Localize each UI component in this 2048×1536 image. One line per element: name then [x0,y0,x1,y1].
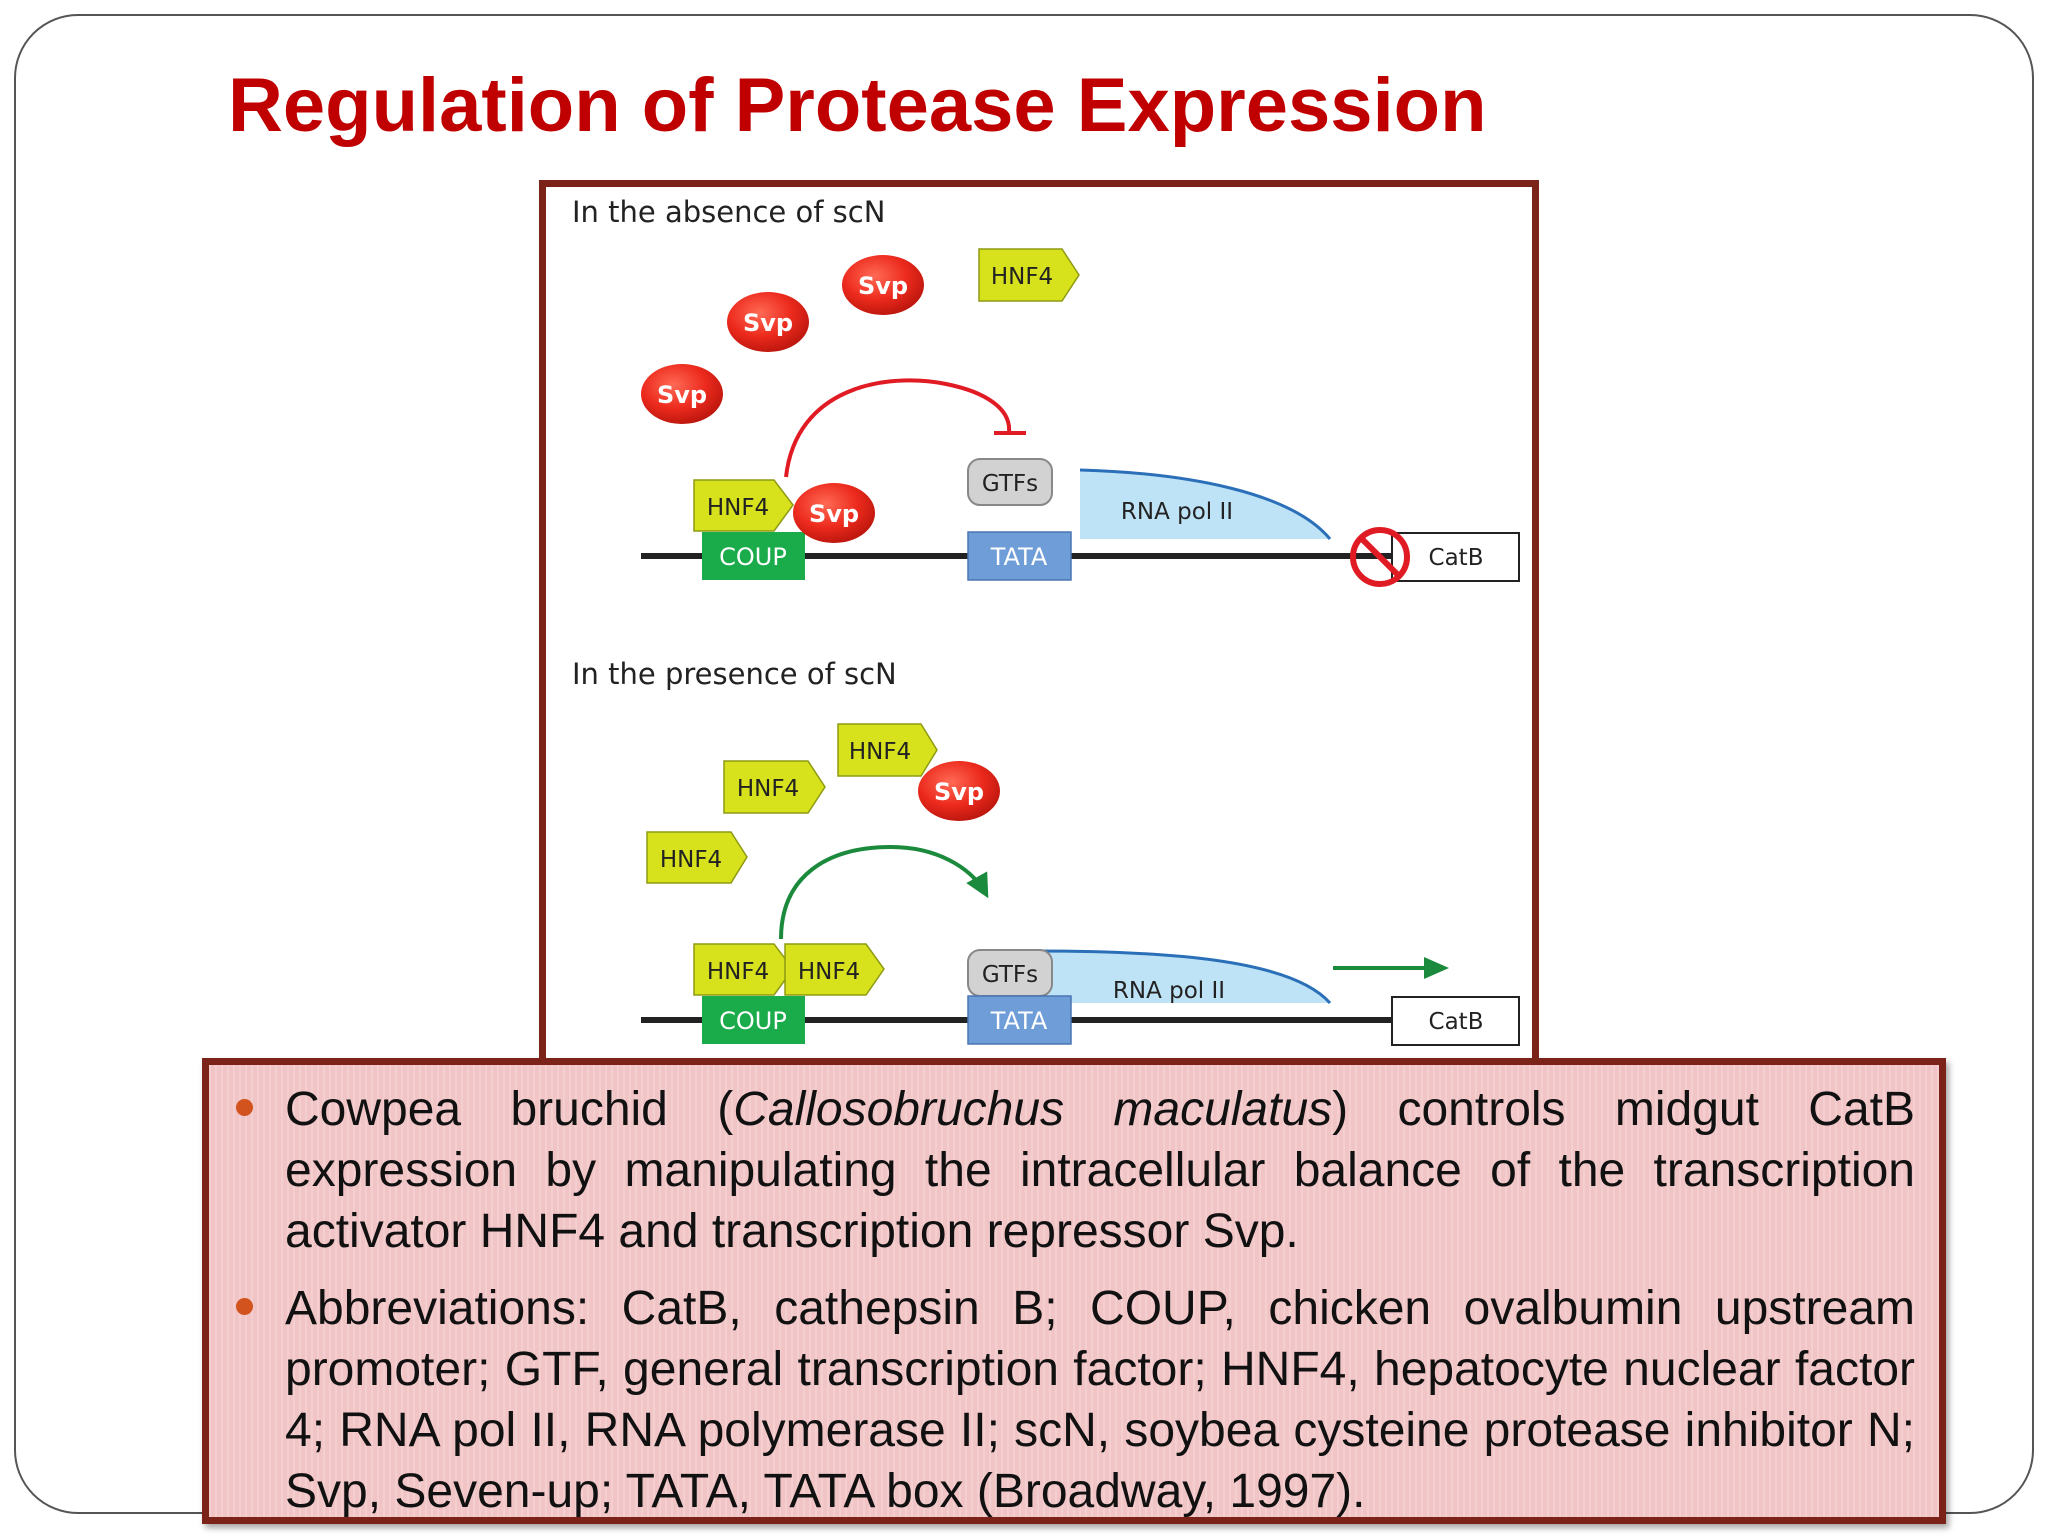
svg-text:Svp: Svp [858,272,908,300]
tata-box-1: TATA [967,531,1072,581]
svp-bound-1: Svp [793,483,875,543]
svg-text:HNF4: HNF4 [849,739,911,765]
slide-title: Regulation of Protease Expression [228,63,1487,148]
tata-box-2: TATA [967,995,1072,1045]
activation-arc [779,844,989,940]
hnf4-free-3: HNF4 [723,760,826,814]
svg-text:GTFs: GTFs [982,471,1038,497]
svp-free-2: Svp [727,292,809,352]
svg-text:Svp: Svp [743,309,793,337]
svg-text:RNA pol II: RNA pol II [1121,499,1233,525]
panel-absence-heading: In the absence of scN [572,195,885,229]
svp-free-1: Svp [842,255,924,315]
svg-text:Svp: Svp [657,381,707,409]
svg-text:RNA pol II: RNA pol II [1113,978,1225,1004]
svp-free-4: Svp [918,761,1000,821]
transcription-arrow [1333,957,1449,979]
hnf4-bound-3: HNF4 [784,943,885,996]
coup-element-1: COUP [702,532,805,580]
gtfs-1: GTFs [967,458,1053,506]
svg-text:HNF4: HNF4 [798,959,860,985]
svg-text:Svp: Svp [934,778,984,806]
catb-gene-1: CatB [1391,532,1520,582]
svg-text:HNF4: HNF4 [707,959,769,985]
hnf4-free-1: HNF4 [978,248,1080,302]
svg-text:COUP: COUP [719,543,787,571]
svg-text:GTFs: GTFs [982,962,1038,988]
svg-text:CatB: CatB [1429,545,1484,571]
bullet-1-text-end: ) controls midgut CatB expression by man… [285,1083,1915,1258]
bullet-dot [236,1298,253,1315]
prohibited-icon [1350,527,1410,587]
svg-text:HNF4: HNF4 [660,847,722,873]
species-name: Callosobruchus maculatus [733,1083,1333,1136]
coup-element-2: COUP [702,996,805,1044]
bullet-abbreviations: Abbreviations: CatB, cathepsin B; COUP, … [236,1278,1915,1522]
bullet-dot [236,1099,253,1116]
svg-text:HNF4: HNF4 [991,264,1053,290]
svg-text:HNF4: HNF4 [737,776,799,802]
svg-text:TATA: TATA [990,543,1048,571]
svp-free-3: Svp [641,364,723,424]
svg-text:CatB: CatB [1429,1009,1484,1035]
rna-pol-ii-2: RNA pol II [1033,949,1332,1004]
rna-pol-ii-1: RNA pol II [1079,468,1332,540]
hnf4-bound-1: HNF4 [693,479,794,532]
repression-arc [784,378,1012,478]
svg-text:HNF4: HNF4 [707,495,769,521]
bullet-summary: Cowpea bruchid (Callosobruchus maculatus… [236,1079,1915,1262]
catb-gene-2: CatB [1391,996,1520,1046]
regulation-diagram: In the absence of scN Svp Svp Svp HNF4 C… [539,180,1539,1065]
bullet-1-text-start: Cowpea bruchid ( [285,1083,734,1136]
bullet-2-text: Abbreviations: CatB, cathepsin B; COUP, … [285,1282,1915,1518]
diagram-svg: In the absence of scN Svp Svp Svp HNF4 C… [572,195,1520,1046]
svg-text:COUP: COUP [719,1007,787,1035]
summary-textbox: Cowpea bruchid (Callosobruchus maculatus… [202,1058,1946,1524]
hnf4-bound-2: HNF4 [693,943,794,996]
gtfs-2: GTFs [967,949,1053,997]
svg-text:Svp: Svp [809,500,859,528]
hnf4-free-4: HNF4 [646,831,748,884]
svg-text:TATA: TATA [990,1007,1048,1035]
panel-presence-heading: In the presence of scN [572,657,897,691]
hnf4-free-2: HNF4 [837,723,938,777]
